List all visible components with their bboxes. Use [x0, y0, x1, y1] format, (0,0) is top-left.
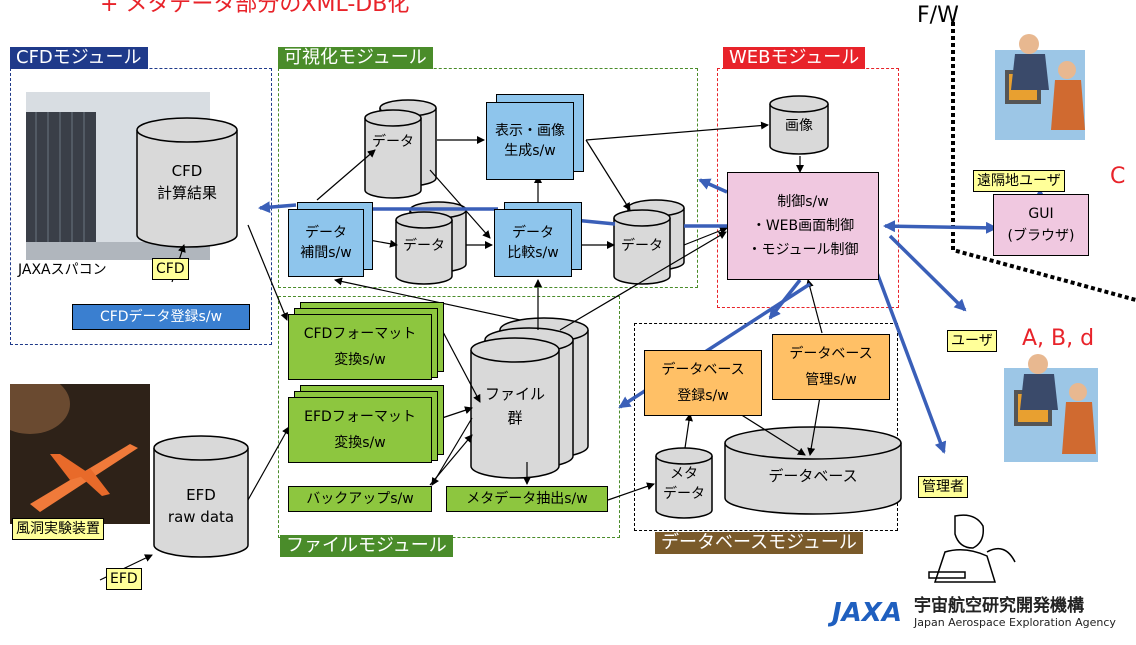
web-control-line1: 制御s/w [777, 194, 829, 210]
db-register-sw-box: データベース 登録s/w [644, 350, 762, 416]
cfd-format-sw-box: CFDフォーマット 変換s/w [288, 314, 432, 380]
db-module-header: データベースモジュール [655, 532, 863, 554]
data-top-label: データ [372, 134, 414, 150]
web-control-line2: ・WEB画面制御 [751, 218, 855, 234]
user-illustration [1004, 354, 1098, 462]
db-mgmt-line2: 管理s/w [805, 372, 857, 388]
gui-line2: (ブラウザ) [1007, 228, 1075, 244]
meta-data-line2: データ [663, 486, 705, 502]
cfd-format-line1: CFDフォーマット [303, 326, 417, 342]
meta-data-label: メタ データ [656, 464, 712, 504]
org-name-en: Japan Aerospace Exploration Agency [914, 616, 1116, 629]
admin-illustration [928, 514, 1016, 583]
db-register-line2: 登録s/w [677, 388, 729, 404]
gui-browser-box: GUI (ブラウザ) [993, 194, 1089, 256]
database-label: データベース [768, 467, 858, 485]
db-mgmt-line1: データベース [789, 346, 873, 362]
db-mgmt-sw-box: データベース 管理s/w [772, 334, 890, 400]
user-letters: A, B, d [1022, 326, 1095, 351]
files-line2: 群 [507, 409, 523, 427]
files-line1: ファイル [484, 385, 545, 403]
org-name-jp: 宇宙航空研究開発機構 [914, 596, 1084, 616]
jaxa-logo-icon: JAXA [828, 598, 902, 628]
wind-tunnel-photo [10, 384, 150, 524]
web-module-header: WEBモジュール [723, 47, 866, 69]
compare-sw-line1: データ [512, 225, 554, 241]
compare-sw-line2: 比較s/w [507, 245, 559, 261]
data-mid-label: データ [403, 238, 445, 254]
supercomputer-label: JAXAスパコン [18, 262, 107, 278]
compare-sw-box: データ 比較s/w [494, 209, 572, 277]
cfd-module-header: CFDモジュール [10, 47, 148, 69]
cfd-tag: CFD [152, 258, 189, 280]
admin-tag: 管理者 [918, 476, 968, 498]
remote-user-letter: C [1110, 164, 1126, 189]
file-module-header: ファイルモジュール [280, 535, 453, 557]
jaxa-logo-text: JAXA [828, 598, 902, 628]
efd-format-line2: 変換s/w [334, 435, 386, 451]
meta-extract-sw-box: メタデータ抽出s/w [446, 486, 608, 512]
vis-module-region [278, 68, 698, 288]
cfd-result-line2: 計算結果 [156, 184, 217, 202]
user-tag: ユーザ [947, 330, 997, 352]
remote-user-tag: 遠隔地ユーザ [973, 170, 1065, 192]
interp-sw-line1: データ [305, 225, 347, 241]
display-sw-box: 表示・画像 生成s/w [486, 102, 574, 180]
db-module-region [634, 323, 898, 531]
cfd-format-line2: 変換s/w [334, 352, 386, 368]
data-right-label: データ [621, 238, 663, 254]
interp-sw-line2: 補間s/w [300, 245, 352, 261]
wind-tunnel-tag: 風洞実験装置 [12, 518, 104, 540]
cfd-register-sw: CFDデータ登録s/w [72, 304, 250, 330]
display-sw-line1: 表示・画像 [495, 123, 565, 139]
efd-raw-line1: EFD [186, 486, 216, 504]
efd-raw-line2: raw data [167, 508, 235, 526]
web-control-box: 制御s/w ・WEB画面制御 ・モジュール制御 [727, 172, 879, 280]
page-heading: + メタデータ部分のXML-DB化 [100, 0, 410, 17]
backup-sw-box: バックアップs/w [288, 486, 432, 512]
gui-line1: GUI [1028, 206, 1054, 222]
display-sw-line2: 生成s/w [504, 143, 556, 159]
web-control-line3: ・モジュール制御 [747, 242, 859, 258]
cfd-result-line1: CFD [171, 162, 203, 180]
db-register-line1: データベース [661, 362, 745, 378]
efd-format-sw-box: EFDフォーマット 変換s/w [288, 397, 432, 463]
interp-sw-box: データ 補間s/w [288, 209, 364, 277]
efd-tag: EFD [106, 568, 142, 590]
efd-raw-label: EFD raw data [156, 484, 246, 528]
files-label: ファイル 群 [475, 382, 555, 430]
remote-user-illustration [995, 34, 1085, 140]
efd-format-line1: EFDフォーマット [304, 409, 416, 425]
meta-data-line1: メタ [670, 466, 698, 482]
image-label: 画像 [785, 118, 813, 134]
cfd-result-label: CFD 計算結果 [140, 160, 234, 204]
vis-module-header: 可視化モジュール [278, 47, 433, 69]
